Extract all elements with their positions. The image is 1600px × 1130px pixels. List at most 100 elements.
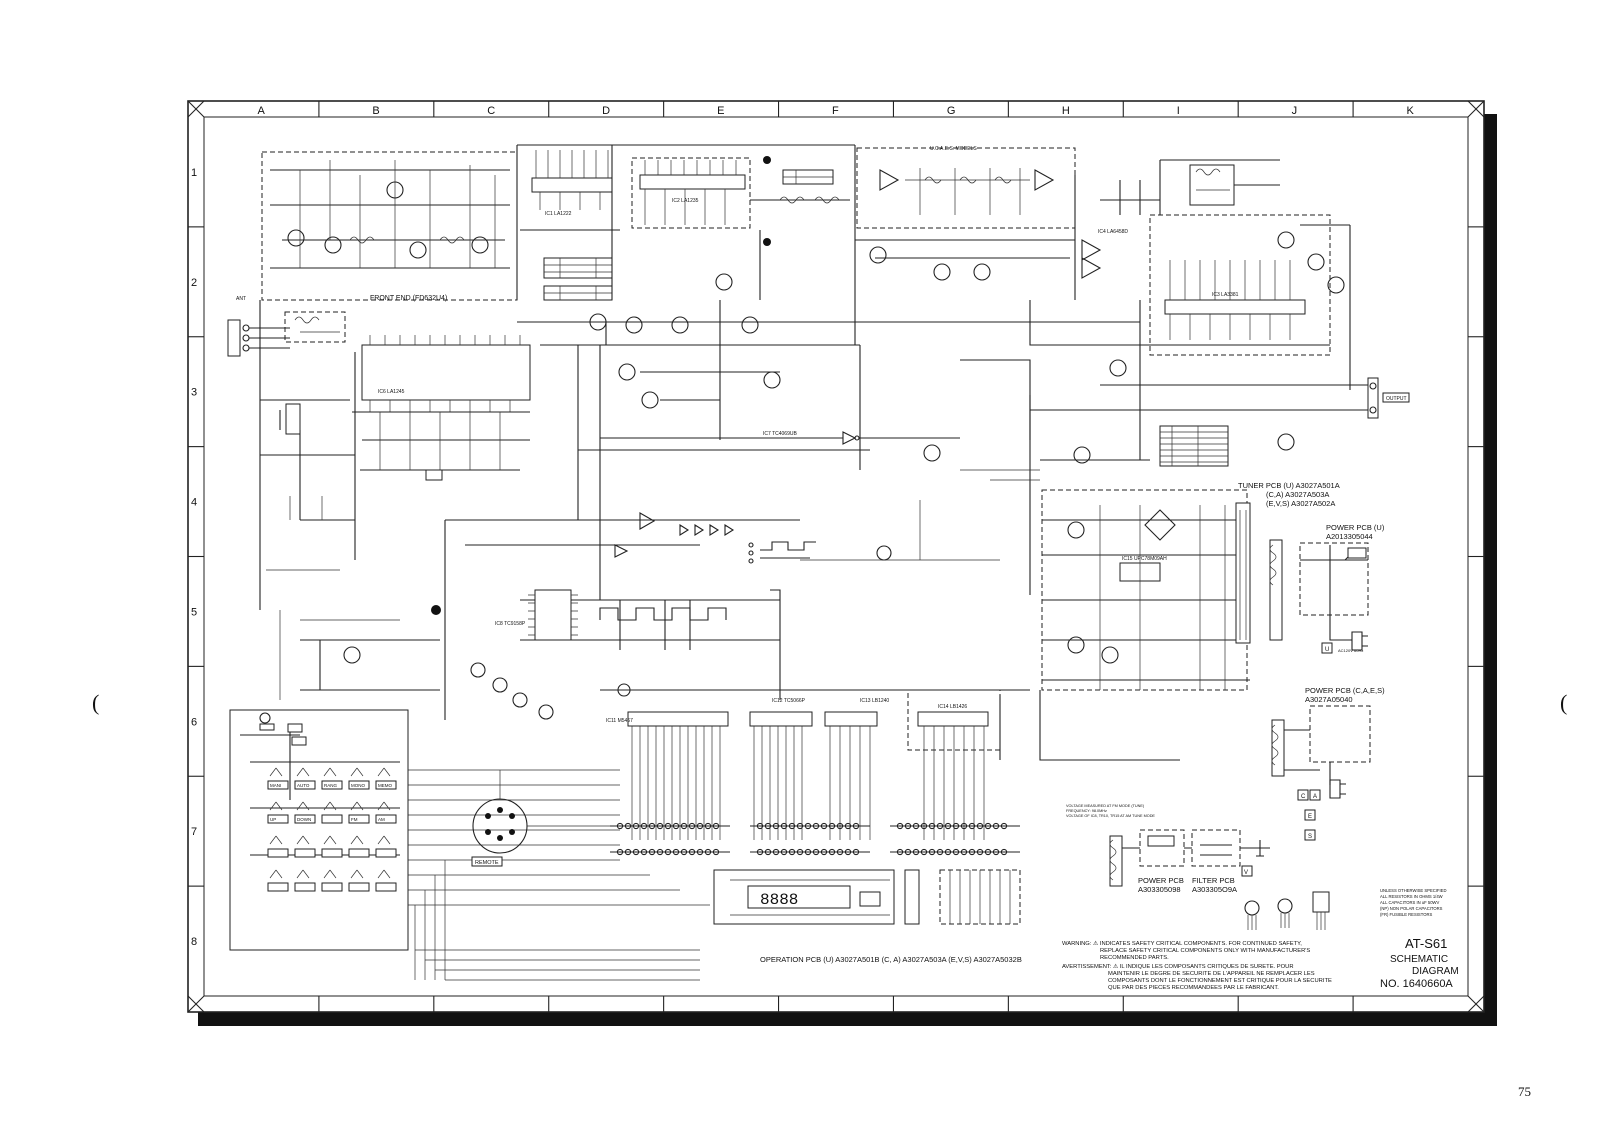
key-switch-symbol xyxy=(377,767,391,777)
remote-key[interactable]: REMOTE xyxy=(471,856,503,867)
keypad-key[interactable] xyxy=(321,848,343,858)
keypad-key-label: MONO xyxy=(351,783,365,788)
keypad-key[interactable] xyxy=(321,814,343,824)
column-label: I xyxy=(1177,105,1180,117)
key-switch-symbol xyxy=(377,801,391,811)
connector-pin xyxy=(616,822,624,830)
connector-pin xyxy=(836,822,844,830)
connector-pin xyxy=(632,822,640,830)
svg-text:A303305O9A: A303305O9A xyxy=(1192,885,1237,894)
svg-text:RECOMMENDED PARTS.: RECOMMENDED PARTS. xyxy=(1100,955,1169,961)
keypad-key[interactable] xyxy=(375,780,397,790)
connector-pin xyxy=(812,822,820,830)
svg-text:(C,A) A3027A503A: (C,A) A3027A503A xyxy=(1266,490,1329,499)
key-switch-symbol xyxy=(350,835,364,845)
connector-pin xyxy=(696,822,704,830)
svg-text:(FR) FUSIBLE RESISTORS: (FR) FUSIBLE RESISTORS xyxy=(1380,912,1432,917)
keypad-key[interactable] xyxy=(267,814,289,824)
keypad-key[interactable] xyxy=(267,848,289,858)
keypad-key[interactable] xyxy=(321,780,343,790)
left-mid-circuit xyxy=(259,300,441,700)
svg-text:UNLESS OTHERWISE SPECIFIED: UNLESS OTHERWISE SPECIFIED xyxy=(1380,888,1446,893)
transistor-packages xyxy=(1244,891,1330,930)
connector-pin xyxy=(904,848,912,856)
connector-pin xyxy=(976,822,984,830)
connector-pin xyxy=(812,848,820,856)
key-switch-symbol xyxy=(323,801,337,811)
keypad-key[interactable] xyxy=(348,814,370,824)
keypad-frame xyxy=(229,709,409,951)
connector-pin xyxy=(920,848,928,856)
ic7-label: IC7 TC4069UB xyxy=(763,431,797,437)
key-switch-symbol xyxy=(296,801,310,811)
svg-text:FILTER PCB: FILTER PCB xyxy=(1192,876,1235,885)
keypad-key[interactable] xyxy=(294,882,316,892)
ic1-tables xyxy=(543,257,613,301)
connector-pin xyxy=(952,848,960,856)
keypad-key[interactable] xyxy=(375,848,397,858)
connector-pin xyxy=(788,848,796,856)
connector-pin xyxy=(912,848,920,856)
safety-warnings: WARNING: ⚠ INDICATES SAFETY CRITICAL COM… xyxy=(1062,940,1332,991)
connector-pin xyxy=(780,822,788,830)
key-switch-symbol xyxy=(296,869,310,879)
key-switch-symbol xyxy=(296,767,310,777)
connector-pin xyxy=(780,848,788,856)
svg-text:U: U xyxy=(1325,647,1329,653)
column-label: A xyxy=(257,105,265,117)
svg-text:V: V xyxy=(1244,870,1248,876)
connector-pin xyxy=(772,822,780,830)
ic8-label: IC8 TC9158P xyxy=(495,621,526,627)
stereo-decoder-block: U.C.A.E.S. MODELS IC4 LA6458D xyxy=(854,145,1160,345)
connector-pin xyxy=(804,822,812,830)
keypad-key[interactable] xyxy=(294,848,316,858)
keypad-key[interactable] xyxy=(267,780,289,790)
row-label: 2 xyxy=(191,277,197,289)
svg-text:FREQUENCY: 98.0MHz: FREQUENCY: 98.0MHz xyxy=(1066,809,1107,813)
svg-text:POWER PCB: POWER PCB xyxy=(1138,876,1184,885)
connector-pin xyxy=(664,848,672,856)
connector-pin xyxy=(936,848,944,856)
keypad-key-label: AM xyxy=(378,817,385,822)
keypad-key[interactable] xyxy=(348,848,370,858)
tuner-pcb-label: TUNER PCB (U) A3027A501A (C,A) A3027A503… xyxy=(1238,481,1340,508)
svg-text:VOLTAGE OF IC8, TR10, TR15 AT: VOLTAGE OF IC8, TR10, TR15 AT AM TUNE MO… xyxy=(1066,814,1155,818)
keypad-key[interactable] xyxy=(321,882,343,892)
connector-pin xyxy=(688,822,696,830)
connector-pin xyxy=(896,822,904,830)
connector-pin xyxy=(624,822,632,830)
keypad-key[interactable] xyxy=(375,882,397,892)
voltage-note: VOLTAGE MEASURED AT FM MODE (TUNE) FREQU… xyxy=(1066,804,1155,818)
keypad-key[interactable] xyxy=(348,882,370,892)
connector-pin xyxy=(836,848,844,856)
ic1-label: IC1 LA1222 xyxy=(545,211,572,217)
binding-mark-right: ( xyxy=(1560,690,1568,715)
svg-text:POWER PCB (C,A,E,S): POWER PCB (C,A,E,S) xyxy=(1305,686,1385,695)
keypad-key-label: MANI xyxy=(270,783,281,788)
key-switch-symbol xyxy=(350,801,364,811)
keypad-key[interactable] xyxy=(294,780,316,790)
power-filter-pcb-group: V POWER PCB A303305098 FILTER PCB A30330… xyxy=(1109,829,1270,894)
keypad-block xyxy=(229,709,409,951)
connector-pin xyxy=(648,848,656,856)
diagram-number: NO. 1640660A xyxy=(1380,978,1453,990)
keypad-key-label: AUTO xyxy=(297,783,310,788)
keypad-key[interactable] xyxy=(267,882,289,892)
connector-pin xyxy=(804,848,812,856)
tone-table xyxy=(1159,425,1229,467)
svg-text:A3027A05040: A3027A05040 xyxy=(1305,695,1353,704)
keypad-key[interactable] xyxy=(375,814,397,824)
remote-connector xyxy=(472,770,610,854)
keypad-key-label: FM xyxy=(351,817,358,822)
connector-pin xyxy=(656,848,664,856)
connector-pin xyxy=(844,822,852,830)
key-switch-symbol xyxy=(323,835,337,845)
keypad-key[interactable] xyxy=(348,780,370,790)
title-block: AT-S61 SCHEMATIC DIAGRAM NO. 1640660A xyxy=(1380,936,1459,990)
power-pcb-case: POWER PCB (C,A,E,S) A3027A05040 C A E S xyxy=(1271,686,1385,841)
connector-pin xyxy=(696,848,704,856)
keypad-key[interactable] xyxy=(294,814,316,824)
column-label: E xyxy=(717,105,724,117)
